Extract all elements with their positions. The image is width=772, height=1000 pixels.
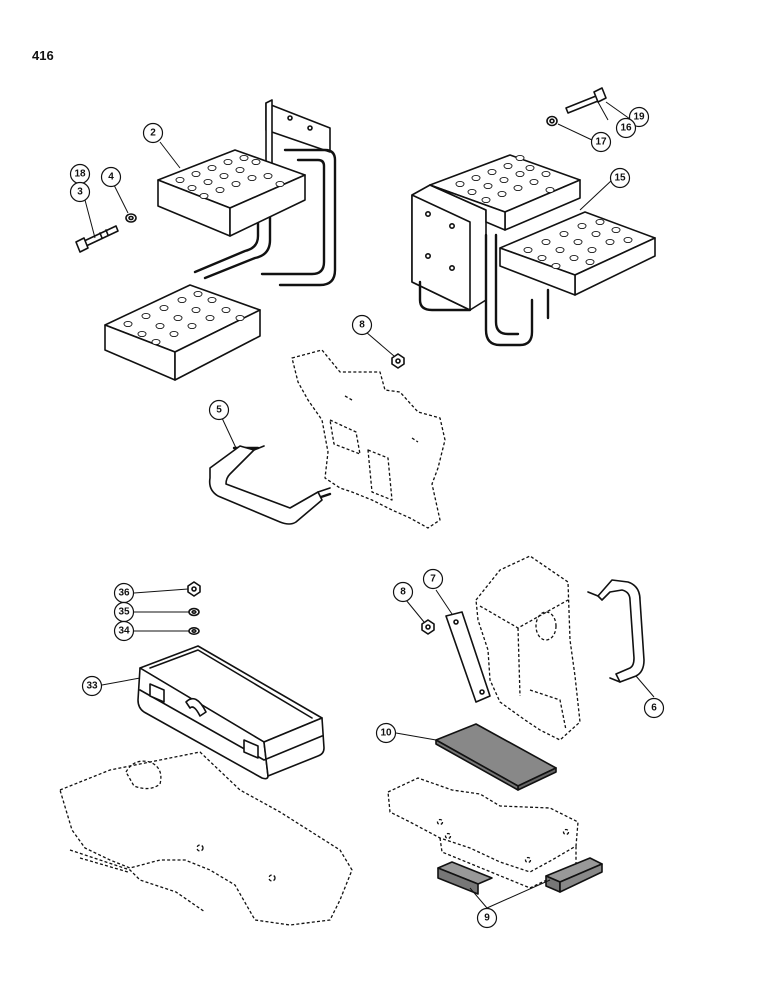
callout-8-upper: 8 <box>351 314 373 336</box>
svg-text:35: 35 <box>118 607 130 618</box>
svg-text:36: 36 <box>118 588 130 599</box>
nut-8-lower <box>421 619 435 635</box>
callout-18: 18 <box>69 163 91 185</box>
svg-text:6: 6 <box>651 703 657 714</box>
svg-text:33: 33 <box>86 681 98 692</box>
svg-text:10: 10 <box>380 728 392 739</box>
page-number: 416 <box>32 48 54 63</box>
svg-text:2: 2 <box>150 128 156 139</box>
callout-15: 15 <box>609 167 631 189</box>
pad-10 <box>435 723 557 791</box>
svg-text:18: 18 <box>74 169 86 180</box>
fender-panel-reference <box>291 349 446 529</box>
seat-bracket-reference <box>475 555 581 741</box>
svg-text:19: 19 <box>633 112 645 123</box>
callout-16: 16 <box>615 117 637 139</box>
seat-base-reference <box>387 777 579 889</box>
svg-text:3: 3 <box>77 187 83 198</box>
svg-text:17: 17 <box>595 137 607 148</box>
lower-tread-15-dimples <box>523 218 633 270</box>
svg-text:8: 8 <box>359 320 365 331</box>
bolt-16-19 <box>565 87 607 114</box>
callout-10: 10 <box>375 722 397 744</box>
callout-9: 9 <box>476 907 498 929</box>
tool-box-33 <box>137 645 325 780</box>
callout-3: 3 <box>69 181 91 203</box>
callout-33: 33 <box>81 675 103 697</box>
nut-17 <box>546 115 558 127</box>
bolt-3-18 <box>75 225 119 253</box>
callout-6: 6 <box>643 697 665 719</box>
svg-text:16: 16 <box>620 123 632 134</box>
callout-34: 34 <box>113 620 135 642</box>
svg-text:4: 4 <box>108 172 114 183</box>
svg-text:9: 9 <box>484 913 490 924</box>
pads-9 <box>437 857 603 895</box>
callout-19: 19 <box>628 106 650 128</box>
handle-5 <box>208 445 332 525</box>
nut-8-upper <box>391 353 405 369</box>
svg-text:15: 15 <box>614 173 626 184</box>
callout-4: 4 <box>100 166 122 188</box>
strap-7 <box>445 611 491 703</box>
svg-text:5: 5 <box>216 405 222 416</box>
callout-5: 5 <box>208 399 230 421</box>
callout-35: 35 <box>113 601 135 623</box>
step-assembly-2 <box>104 99 337 381</box>
callout-36: 36 <box>113 582 135 604</box>
svg-text:8: 8 <box>400 587 406 598</box>
upper-tread-dimples <box>175 154 285 200</box>
callout-2: 2 <box>142 122 164 144</box>
callout-7: 7 <box>422 568 444 590</box>
svg-text:7: 7 <box>430 574 436 585</box>
lock-washer-4 <box>125 213 137 223</box>
tank-panel-reference <box>59 751 353 926</box>
handle-6 <box>587 579 645 683</box>
leader-lines <box>84 101 655 909</box>
upper-tread-15-dimples <box>455 154 555 204</box>
svg-text:34: 34 <box>118 626 130 637</box>
step-assembly-15 <box>411 154 656 347</box>
callout-8-lower: 8 <box>392 581 414 603</box>
hardware-34-35-36 <box>187 581 201 635</box>
callout-17: 17 <box>590 131 612 153</box>
lower-tread-dimples <box>123 290 245 346</box>
